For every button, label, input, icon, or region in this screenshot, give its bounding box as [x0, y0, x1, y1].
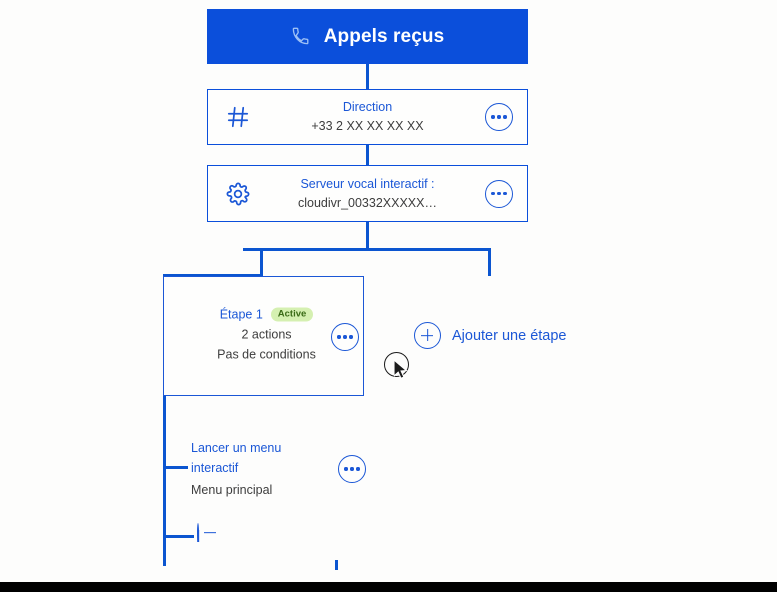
direction-number: +33 2 XX XX XX XX — [311, 119, 424, 133]
ivr-title: Serveur vocal interactif : — [300, 176, 435, 191]
ivr-menu-button[interactable] — [485, 179, 513, 208]
step-card-text: Étape 1 Active 2 actions Pas de conditio… — [164, 307, 363, 365]
add-step-button[interactable]: Ajouter une étape — [414, 322, 566, 349]
node-direction[interactable]: Direction +33 2 XX XX XX XX — [207, 89, 528, 145]
dot — [497, 115, 501, 119]
plus-circle-icon — [414, 322, 441, 349]
dot — [350, 467, 354, 471]
mouse-cursor — [384, 352, 414, 386]
direction-title: Direction — [342, 100, 393, 114]
dot — [497, 191, 501, 196]
add-step-label: Ajouter une étape — [452, 327, 567, 344]
dot — [343, 335, 347, 339]
connector-direction-to-ivr — [366, 145, 369, 165]
step-title: Étape 1 — [219, 307, 263, 322]
dot — [491, 191, 495, 196]
click-highlight-ring — [384, 352, 409, 377]
step-conditions: Pas de conditions — [217, 347, 316, 362]
status-badge: Active — [270, 307, 314, 322]
connector-step-top — [163, 274, 263, 277]
dot — [337, 335, 341, 339]
bottom-bar — [0, 582, 777, 592]
step-menu-button[interactable] — [331, 323, 359, 351]
dot — [491, 115, 495, 119]
connector-bottom-stub — [335, 560, 338, 570]
connector-ivr-stem — [366, 222, 369, 250]
connector-rail-to-add-action — [163, 535, 194, 538]
call-flow-header[interactable]: Appels reçus — [207, 9, 528, 64]
connector-branch-bar — [243, 248, 491, 251]
connector-header-to-direction — [366, 64, 369, 89]
page-title: Appels reçus — [323, 25, 445, 47]
dot — [349, 335, 353, 339]
dot — [503, 115, 507, 119]
gear-icon — [222, 178, 254, 210]
connector-branch-left — [260, 248, 263, 276]
action-subtitle: Menu principal — [191, 483, 273, 497]
ivr-card-text: Serveur vocal interactif : cloudivr_0033… — [208, 175, 527, 213]
plus-circle-icon — [197, 523, 199, 542]
ivr-identifier: cloudivr_00332XXXXX… — [298, 195, 437, 210]
direction-menu-button[interactable] — [485, 103, 513, 131]
node-step-1[interactable]: Étape 1 Active 2 actions Pas de conditio… — [163, 276, 364, 396]
direction-card-text: Direction +33 2 XX XX XX XX — [208, 98, 527, 136]
hash-keypad-icon — [222, 101, 254, 133]
connector-branch-right — [488, 248, 491, 276]
action-title: Lancer un menu interactif — [191, 441, 282, 475]
add-action-button[interactable] — [197, 523, 199, 542]
step-actions-count: 2 actions — [241, 327, 292, 342]
connector-step-rail — [163, 396, 166, 566]
phone-icon — [291, 27, 310, 46]
connector-rail-to-action — [163, 466, 188, 469]
action-menu-button[interactable] — [338, 455, 366, 483]
dot — [356, 467, 360, 471]
action-item[interactable]: Lancer un menu interactif Menu principal — [191, 438, 311, 500]
dot — [344, 467, 348, 471]
dot — [503, 191, 507, 196]
node-ivr[interactable]: Serveur vocal interactif : cloudivr_0033… — [207, 165, 528, 222]
